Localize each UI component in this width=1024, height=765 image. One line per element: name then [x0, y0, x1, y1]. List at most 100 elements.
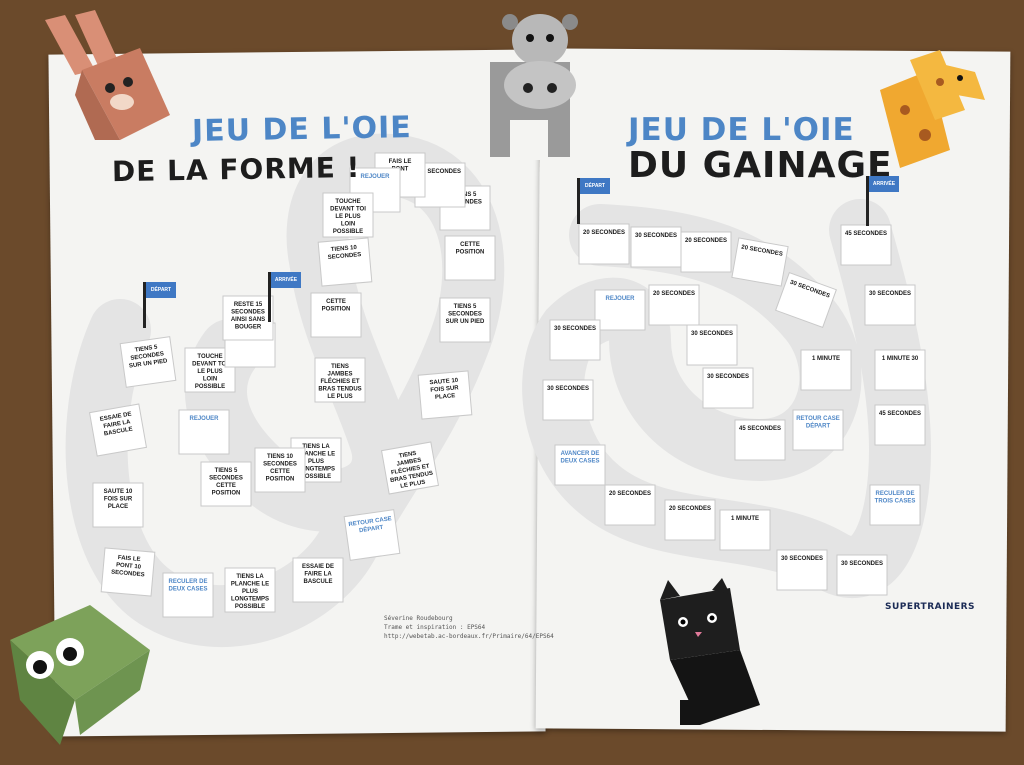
board-cell: 20 SECONDES — [648, 284, 700, 326]
board-cell-text: PLACE — [108, 504, 128, 510]
board-cell-text: POSITION — [212, 491, 241, 497]
board-cell-text: SECONDES — [263, 462, 297, 468]
rabbit-figurine — [45, 10, 170, 140]
board-cell-text: 30 SECONDES — [869, 291, 911, 297]
board-cell-text: POSSIBLE — [333, 229, 363, 235]
right-finish-flag-label: ARRIVÉE — [869, 176, 899, 192]
board-cell-text: SECONDES — [327, 252, 361, 261]
board-cell-text: RESTE 15 — [234, 302, 263, 308]
board-cell-text: FOIS SUR — [430, 385, 459, 394]
board-cell-text: TIENS 5 — [215, 468, 238, 474]
right-start-flag-label: DÉPART — [580, 178, 610, 194]
board-cell-text: LOIN — [203, 377, 217, 383]
board-cell-text: SUR UN PIED — [446, 319, 485, 325]
board-cell-text: ESSAIE DE — [302, 564, 334, 570]
board-cell-text: 30 SECONDES — [841, 561, 883, 567]
board-cell-text: FLÉCHIES ET — [320, 377, 359, 385]
board-cell-text: DÉPART — [359, 523, 384, 534]
board-cell: 1 MINUTE — [800, 349, 852, 391]
board-cell-text: 1 MINUTE 30 — [882, 356, 919, 362]
board-cell-text: SECONDES — [231, 310, 265, 316]
board-cell-text: TROIS CASES — [875, 499, 916, 505]
board-cell-text: REJOUER — [189, 416, 219, 422]
board-cell: 20 SECONDES — [604, 484, 656, 526]
board-cell-text: LONGTEMPS — [297, 467, 335, 473]
hippo-figurine — [490, 14, 578, 160]
board-cell-text: LE PLUS — [400, 480, 426, 490]
board-cell: 1 MINUTE 30 — [874, 349, 926, 391]
board-cell-text: TIENS 5 — [454, 304, 477, 310]
board-cell-text: POSSIBLE — [301, 474, 331, 480]
board-cell: 30 SECONDES — [864, 284, 916, 326]
board-cell-text: POSITION — [456, 250, 485, 256]
board-cell-text: PLUS — [242, 589, 258, 595]
board-cell: 20 SECONDES — [731, 237, 789, 287]
board-cell-text: ESSAIE DE — [99, 411, 132, 422]
board-cell-text: TIENS 10 — [331, 245, 358, 253]
board-cell-text: DÉPART — [806, 422, 831, 430]
board-cell-text: TIENS 5 — [135, 344, 159, 353]
board-cell: 30 SECONDES — [549, 319, 601, 361]
board-cell: 30 SECONDES — [686, 324, 738, 366]
board-cell: 20 SECONDES — [578, 223, 630, 265]
board-cell-text: POSITION — [266, 477, 295, 483]
board-cell-text: SECONDES — [209, 476, 243, 482]
board-cell-text: 30 SECONDES — [781, 556, 823, 562]
board-cell: 45 SECONDES — [734, 419, 786, 461]
board-cell-text: LE PLUS — [197, 369, 222, 375]
board-cell-text: RECULER DE — [875, 491, 914, 497]
board-cell: 1 MINUTE — [719, 509, 771, 551]
board-cell-text: FAIS LE — [389, 159, 412, 165]
board-cell-text: 20 SECONDES — [669, 506, 711, 512]
board-cell-text: FAIRE LA — [103, 419, 132, 430]
board-cell: 30 SECONDES — [775, 272, 837, 328]
board-cell-text: PLUS — [308, 459, 324, 465]
board-cell-text: RECULER DE — [168, 579, 207, 585]
board-cell: 45 SECONDES — [874, 404, 926, 446]
board-cell-text: CETTE — [460, 242, 480, 248]
board-cell-text: 45 SECONDES — [879, 411, 921, 417]
board-cell-text: PONT 10 — [116, 562, 142, 570]
left-start-flag-label: DÉPART — [146, 282, 176, 298]
board-cell-text: CETTE — [326, 299, 346, 305]
board-cell-text: JAMBES — [396, 457, 422, 467]
board-cell-text: TIENS LA — [302, 444, 330, 450]
board-cell-text: FOIS SUR — [104, 497, 133, 503]
brand-label: SUPERTRAINERS — [885, 602, 976, 612]
board-cell-text: TIENS LA — [236, 574, 264, 580]
board-cell-text: DEVANT TOI — [192, 362, 228, 368]
board-cell-text: LE PLUS — [335, 214, 360, 220]
board-cell: 30 SECONDES — [776, 549, 828, 591]
board-cell-text: FAIS LE — [118, 555, 141, 563]
credit-line: Trame et inspiration : EPS64 — [384, 624, 486, 631]
board-cell-text: BASCULE — [303, 579, 332, 585]
board-cell-text: BRAS TENDUS — [318, 387, 361, 393]
board-cell: RECULER DE TROIS CASES — [869, 484, 921, 526]
board-cell-text: TIENS 10 — [267, 454, 294, 460]
board-cell-text: SECONDES — [111, 570, 145, 579]
board-cell: 20 SECONDES — [664, 499, 716, 541]
board-cell-text: CETTE — [270, 469, 290, 475]
board-cell-text: 20 SECONDES — [653, 291, 695, 297]
board-cell-text: POSSIBLE — [235, 604, 265, 610]
cat-figurine — [660, 578, 760, 725]
board-cell: 30 SECONDES — [630, 226, 682, 268]
board-cell-text: SUR UN PIED — [129, 358, 169, 369]
board-cell-text: 45 SECONDES — [739, 426, 781, 432]
board-cell-text: 20 SECONDES — [609, 491, 651, 497]
right-title-line2: DU GAINAGE — [628, 145, 893, 186]
board-cell-text: 20 SECONDES — [583, 230, 625, 236]
board-cell-text: DEVANT TOI — [330, 207, 366, 213]
